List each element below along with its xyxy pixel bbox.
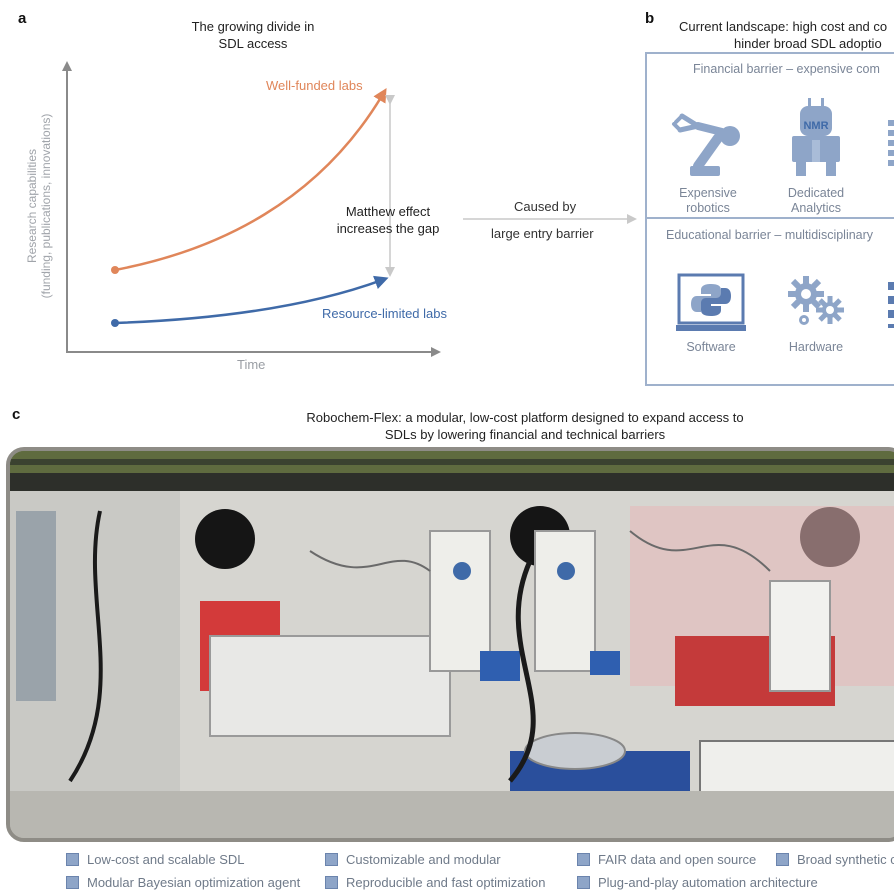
legend-item-broad-synthetic: Broad synthetic c bbox=[776, 852, 894, 867]
y-axis-label-line2: (funding, publications, innovations) bbox=[39, 113, 53, 299]
software-label: Software bbox=[686, 340, 736, 354]
expensive-robotics-label: Expensive robotics bbox=[668, 186, 748, 216]
y-axis-label-line1: Research capabilities bbox=[25, 148, 39, 264]
panel-c-title: Robochem-Flex: a modular, low-cost platf… bbox=[250, 409, 800, 443]
legend-item-low-cost: Low-cost and scalable SDL bbox=[66, 852, 245, 867]
legend-item-bayesian: Modular Bayesian optimization agent bbox=[66, 875, 300, 890]
educational-barrier-box bbox=[645, 217, 894, 386]
resource-limited-label: Resource-limited labs bbox=[322, 306, 447, 321]
divide-diagram bbox=[62, 61, 637, 357]
panel-a-letter: a bbox=[18, 10, 27, 27]
robochem-flex-photo bbox=[6, 447, 894, 842]
resource-limited-start bbox=[111, 319, 119, 327]
legend-item-customizable: Customizable and modular bbox=[325, 852, 501, 867]
caused-by-label: Caused by bbox=[514, 199, 577, 214]
legend-square bbox=[325, 876, 338, 889]
panel-a-title-line2: SDL access bbox=[218, 36, 288, 51]
panel-c-letter: c bbox=[12, 406, 21, 423]
legend-square bbox=[66, 876, 79, 889]
matthew-line1: Matthew effect bbox=[345, 204, 431, 219]
financial-barrier-heading: Financial barrier – expensive com bbox=[693, 62, 880, 76]
well-funded-curve bbox=[114, 87, 387, 272]
panel-c-title-line2: SDLs by lowering financial and technical… bbox=[384, 427, 666, 442]
legend-item-reproducible: Reproducible and fast optimization bbox=[325, 875, 545, 890]
panel-b-title-line1: Current landscape: high cost and co bbox=[679, 19, 888, 34]
legend-label: Customizable and modular bbox=[346, 852, 501, 867]
well-funded-label: Well-funded labs bbox=[266, 78, 363, 93]
educational-barrier-heading: Educational barrier – multidisciplinary bbox=[666, 228, 874, 242]
legend-label: Modular Bayesian optimization agent bbox=[87, 875, 301, 890]
hardware-label: Hardware bbox=[788, 340, 844, 354]
panel-b-title-line2: hinder broad SDL adoptio bbox=[734, 36, 882, 51]
expensive-robotics-line1: Expensive bbox=[679, 186, 737, 200]
legend-label: Reproducible and fast optimization bbox=[346, 875, 546, 890]
panel-c-title-line1: Robochem-Flex: a modular, low-cost platf… bbox=[306, 410, 744, 425]
panel-b-letter: b bbox=[645, 10, 655, 27]
legend-label: Plug-and-play automation architecture bbox=[598, 875, 818, 890]
legend-square bbox=[776, 853, 789, 866]
legend-square bbox=[325, 853, 338, 866]
legend-item-plug-and-play: Plug-and-play automation architecture bbox=[577, 875, 818, 890]
legend-label: FAIR data and open source bbox=[598, 852, 757, 867]
legend-square bbox=[577, 853, 590, 866]
panel-a-title-line1: The growing divide in bbox=[191, 19, 315, 34]
entry-barrier-label: large entry barrier bbox=[491, 226, 594, 241]
gears-icon bbox=[788, 276, 844, 325]
python-monitor-icon bbox=[676, 273, 746, 331]
matthew-line2: increases the gap bbox=[336, 221, 440, 236]
resource-limited-curve bbox=[114, 275, 389, 325]
expensive-robotics-line2: robotics bbox=[686, 201, 730, 215]
matthew-effect-label: Matthew effect increases the gap bbox=[328, 203, 448, 237]
robochem-flex-illustration bbox=[10, 451, 894, 838]
y-axis-label: Research capabilities (funding, publicat… bbox=[25, 81, 53, 331]
legend-label: Low-cost and scalable SDL bbox=[87, 852, 245, 867]
legend-item-fair-data: FAIR data and open source bbox=[577, 852, 756, 867]
nmr-icon-text: NMR bbox=[803, 120, 828, 132]
nmr-icon: NMR bbox=[792, 98, 840, 176]
partial-icon-educational bbox=[888, 282, 894, 328]
panel-b-title: Current landscape: high cost and co hind… bbox=[660, 18, 894, 52]
dedicated-analytics-line2: Analytics bbox=[790, 201, 842, 215]
robotic-arm-icon bbox=[672, 113, 740, 176]
partial-icon-financial bbox=[888, 120, 894, 168]
legend-label: Broad synthetic c bbox=[797, 852, 894, 867]
dedicated-analytics-line1: Dedicated bbox=[787, 186, 845, 200]
dedicated-analytics-label: Dedicated Analytics bbox=[776, 186, 856, 216]
x-axis-label: Time bbox=[237, 357, 266, 372]
legend-square bbox=[577, 876, 590, 889]
well-funded-start bbox=[111, 266, 119, 274]
legend-square bbox=[66, 853, 79, 866]
panel-a-title: The growing divide in SDL access bbox=[150, 18, 356, 52]
